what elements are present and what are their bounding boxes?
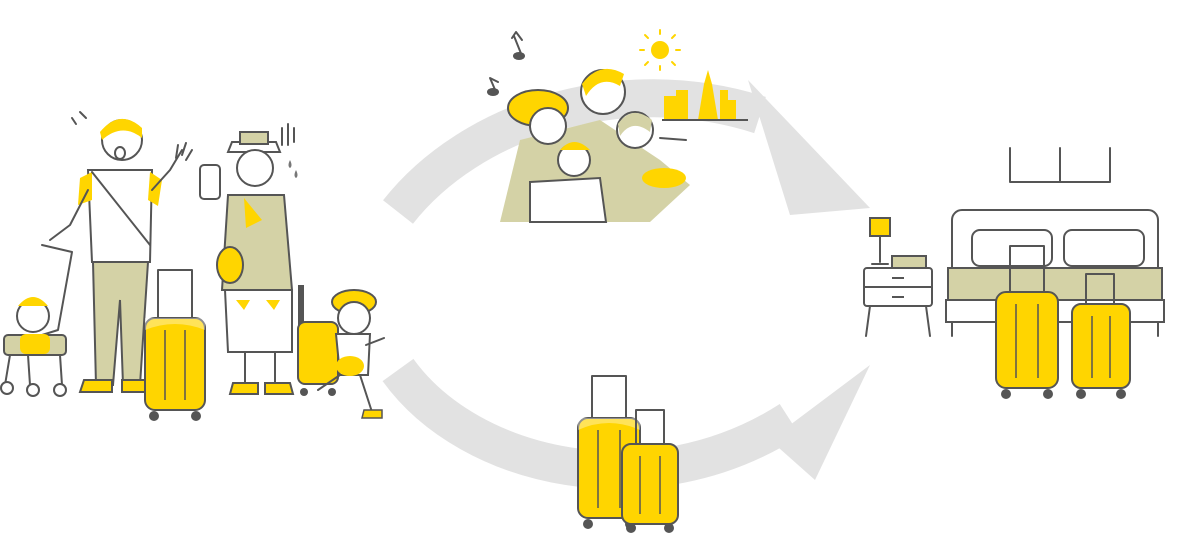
suitcase-pair-icon [577,375,679,533]
wall-art-icon [1009,147,1111,183]
nightstand-lamp-icon [863,217,933,337]
lower-curved-arrow-icon [382,358,870,489]
mother-figure-icon [199,123,298,395]
father-figure-icon [49,111,193,393]
family-with-luggage-icon [0,111,385,421]
stroller-icon [0,244,73,397]
child-running-icon [297,285,385,419]
sightseeing-family-icon [487,29,748,223]
city-skyline-icon [662,70,748,121]
sun-icon [639,29,681,71]
music-note-icon [487,31,525,96]
hotel-suitcase-pair-icon [995,245,1131,399]
suitcase-large-icon [144,269,206,421]
hotel-room-icon [863,147,1165,399]
